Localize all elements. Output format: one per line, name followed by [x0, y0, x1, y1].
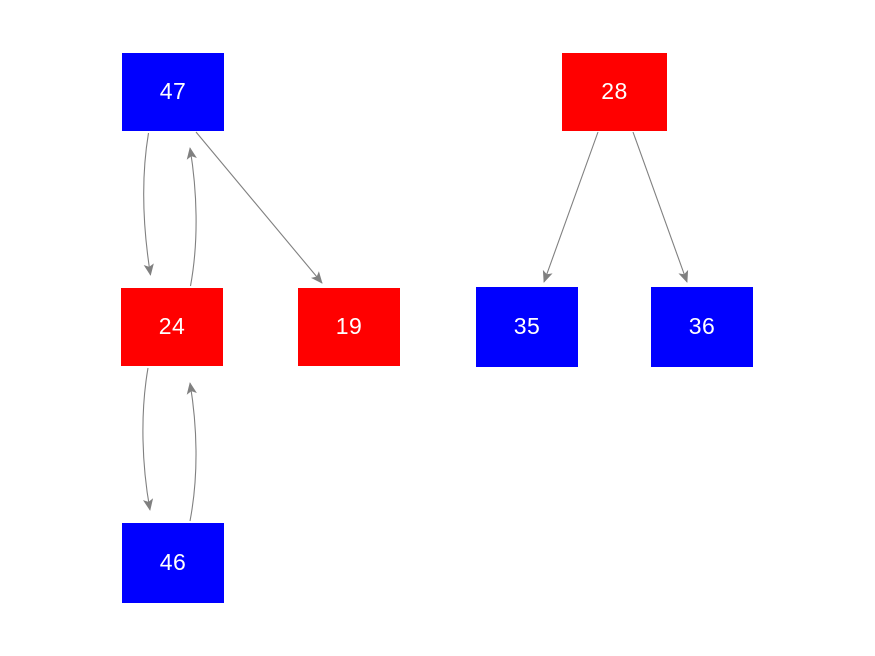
- node-label: 19: [335, 312, 363, 339]
- edge-47-to-19: [195, 131, 323, 284]
- node-label: 46: [159, 548, 187, 575]
- node-47[interactable]: 47: [122, 53, 224, 131]
- node-label: 35: [513, 312, 541, 339]
- node-label: 24: [158, 312, 186, 339]
- edge-46-to-24: [186, 382, 197, 522]
- node-28[interactable]: 28: [562, 53, 667, 131]
- edge-28-to-36: [632, 131, 689, 283]
- edge-28-to-35: [542, 131, 599, 283]
- node-35[interactable]: 35: [476, 287, 578, 367]
- edge-47-to-24: [143, 132, 154, 276]
- node-24[interactable]: 24: [121, 288, 223, 366]
- node-label: 36: [688, 312, 716, 339]
- edge-24-to-47: [186, 147, 197, 287]
- node-46[interactable]: 46: [122, 523, 224, 603]
- node-label: 28: [601, 77, 628, 104]
- node-label: 47: [159, 77, 187, 104]
- edge-24-to-46: [142, 367, 154, 511]
- node-19[interactable]: 19: [298, 288, 400, 366]
- node-36[interactable]: 36: [651, 287, 753, 367]
